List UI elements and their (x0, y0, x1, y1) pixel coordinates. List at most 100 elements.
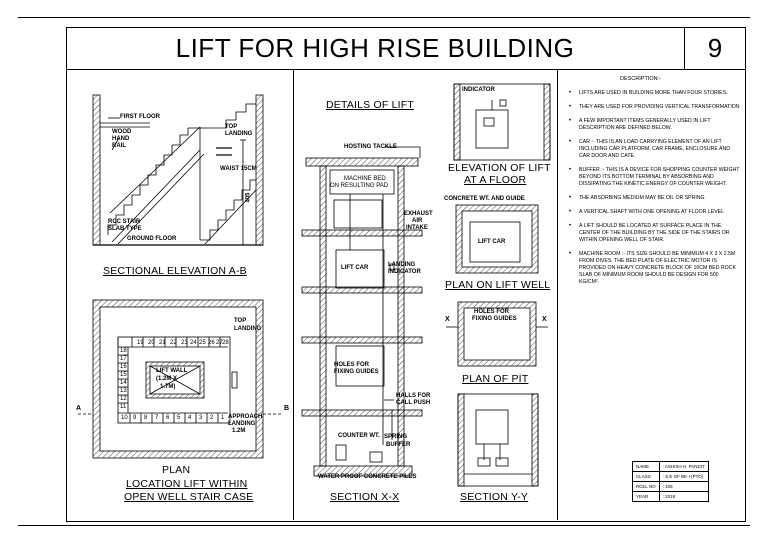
label-hand: HAND (112, 136, 130, 142)
step-6: 6 (166, 415, 170, 421)
label-approach-dim: 1.2M (232, 428, 246, 434)
step-8: 8 (144, 415, 148, 421)
step-22: 22 (170, 340, 177, 346)
label-waterproof: WATER PROOF CONCRETE PILES (318, 474, 417, 480)
label-wood: WOOD (112, 129, 132, 135)
description-title: DESCRIPTION:- (620, 76, 661, 82)
step-2: 2 (210, 415, 214, 421)
section-yy-drawing (457, 393, 539, 487)
caption-plan: PLAN (162, 464, 191, 476)
label-mark-a: A (76, 405, 82, 412)
label-lift-car: LIFT CAR (341, 265, 369, 271)
label-buffer: BUFFER (386, 442, 411, 448)
elevation-at-floor-drawing (453, 83, 551, 161)
label-concrete-wt: CONCRETE WT. AND GUIDE (444, 196, 525, 202)
step-28: 28 (222, 340, 229, 346)
description-item: LIFTS ARE USED IN BUILDING MORE THAN FOU… (568, 90, 740, 97)
title-block: NAME : ASHISH H. PANDIT CLASS : S.E OF B… (632, 461, 709, 502)
page-title: LIFT FOR HIGH RISE BUILDING (66, 27, 684, 70)
step-4: 4 (188, 415, 192, 421)
title-block-key: NAME (632, 461, 660, 472)
label-spring: SPRING (384, 434, 408, 440)
description-item: BUFFER :- THIS IS A DEVICE FOR SHOPPING … (568, 167, 740, 188)
caption-at-floor: AT A FLOOR (464, 174, 527, 186)
caption-details: DETAILS OF LIFT (326, 99, 414, 111)
title-block-value: : 2018 (658, 491, 709, 502)
caption-plan-pit: PLAN OF PIT (462, 373, 529, 385)
label-fixing-pit: FIXING GUIDES (472, 316, 517, 322)
plan-of-pit-drawing (446, 301, 548, 367)
step-3: 3 (199, 415, 203, 421)
step-21: 21 (159, 340, 166, 346)
caption-sectional: SECTIONAL ELEVATION A-B (103, 265, 247, 277)
label-top: TOP (225, 124, 238, 130)
divider-2 (557, 69, 558, 520)
label-hoisting: HOSTING TACKLE (344, 144, 397, 150)
label-resulting-pad: ON RESULTING PAD (330, 183, 389, 189)
label-machine-bed: MACHINE BED (344, 176, 386, 182)
step-25: 25 (199, 340, 206, 346)
step-13: 13 (120, 388, 127, 394)
label-indicator-top: INDICATOR (462, 87, 495, 93)
step-12: 12 (120, 396, 127, 402)
section-xx-drawing (301, 146, 423, 477)
step-15: 15 (120, 372, 127, 378)
divider-1 (293, 69, 294, 520)
step-19: 19 (137, 340, 144, 346)
label-air: AIR (412, 218, 423, 224)
label-first-floor: FIRST FLOOR (120, 114, 160, 120)
step-17: 17 (120, 356, 127, 362)
label-call-push: CALL PUSH (396, 400, 431, 406)
label-exhaust: EXHAUST (404, 211, 433, 217)
title-block-row: CLASS : S.E OF BE-I (PTO) (632, 471, 709, 482)
step-10: 10 (121, 415, 128, 421)
label-approach-landing: LANDING (228, 421, 256, 427)
label-liftcar: LIFT CAR (478, 239, 506, 245)
label-indicator: INDICATOR (388, 269, 421, 275)
description-item: A VERTICAL SHAFT WITH ONE OPENING AT FLO… (568, 209, 740, 216)
description-item: THE ABSORBING MEDIUM MAY BE OIL OR SPRIN… (568, 195, 740, 202)
label-fixing-guides: FIXING GUIDES (334, 369, 379, 375)
description-item: MACHINE ROOM :- ITS SIZE SHOULD BE MINIM… (568, 251, 740, 286)
title-block-row: YEAR : 2018 (632, 491, 709, 502)
title-block-value: : ASHISH H. PANDIT (658, 461, 709, 472)
description-item: A FEW IMPORTANT ITEMS GENERALLY USED IN … (568, 118, 740, 132)
step-14: 14 (120, 380, 127, 386)
title-block-value: : S.E OF BE-I (PTO) (658, 471, 709, 482)
label-slab-type: SLAB TYPE (108, 226, 142, 232)
step-26: 26 (208, 340, 215, 346)
plan-lift-well-drawing (455, 204, 539, 274)
sheet-border (18, 17, 750, 526)
description-list: LIFTS ARE USED IN BUILDING MORE THAN FOU… (568, 90, 740, 293)
step-9: 9 (133, 415, 137, 421)
title-block-key: YEAR (632, 491, 660, 502)
caption-section-xx: SECTION X-X (330, 491, 400, 503)
label-counter-wt: COUNTER WT. (338, 433, 380, 439)
label-plan-top: TOP (234, 318, 247, 324)
plan-drawing (78, 299, 283, 459)
title-block-row: ROLL NO : 105 (632, 481, 709, 492)
label-rcc-stair: RCC STAIR (108, 219, 141, 225)
step-5: 5 (177, 415, 181, 421)
step-1: 1 (221, 415, 225, 421)
label-holes-pit: HOLES FOR (474, 309, 510, 315)
label-rail: RAIL (112, 143, 126, 149)
step-7: 7 (155, 415, 159, 421)
step-20: 20 (148, 340, 155, 346)
step-18: 18 (120, 348, 127, 354)
label-landing: LANDING (225, 131, 253, 137)
label-x-left: X (445, 316, 450, 323)
sectional-elevation-drawing (92, 94, 264, 246)
title-block-key: ROLL NO (632, 481, 660, 492)
title-block-key: CLASS (632, 471, 660, 482)
label-plan-landing: LANDING (234, 326, 262, 332)
label-x-right: X (542, 316, 547, 323)
caption-plan-well: PLAN ON LIFT WELL (445, 279, 551, 291)
description-item: THEY ARE USED FOR PROVIDING VERTICAL TRA… (568, 104, 740, 111)
title-block-value: : 105 (658, 481, 709, 492)
label-dim-b: 1.7M) (160, 384, 176, 390)
caption-open-well: OPEN WELL STAIR CASE (124, 491, 254, 503)
description-item: CAR :- THIS IS AN LOAD CARRYING ELEMENT … (568, 139, 740, 160)
step-11: 11 (120, 404, 127, 410)
